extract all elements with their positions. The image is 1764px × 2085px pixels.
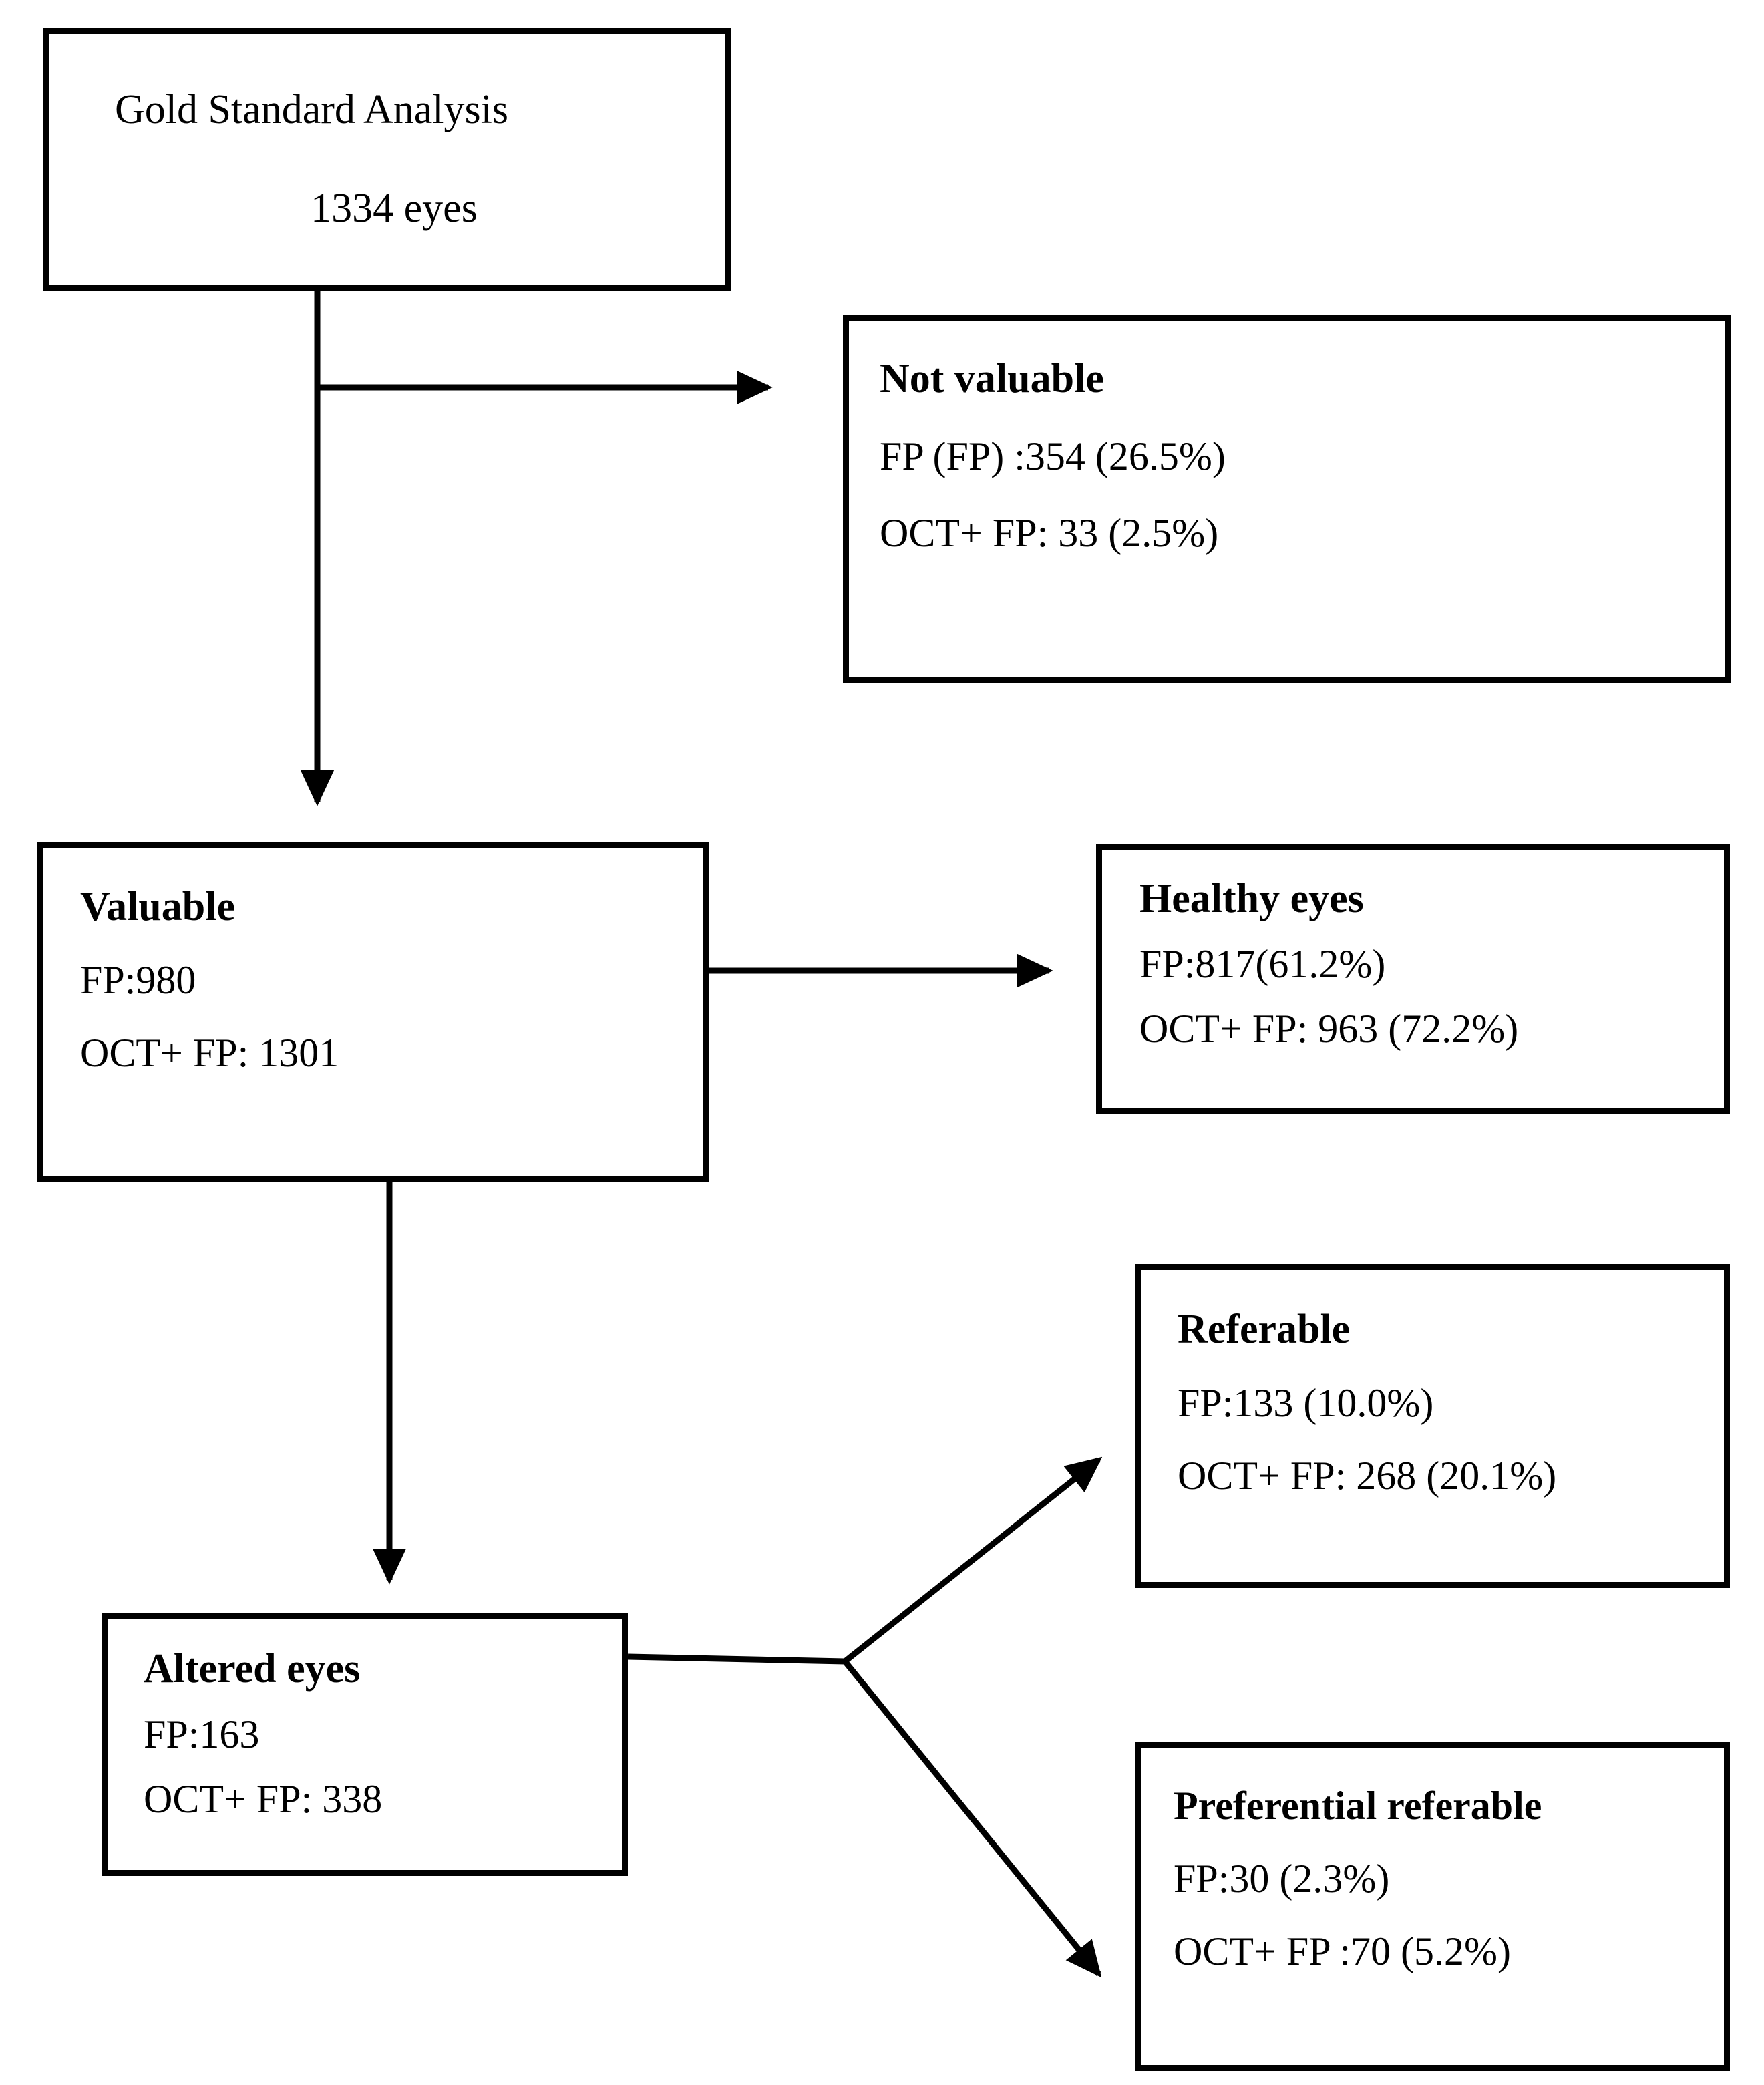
node-altered-eyes: Altered eyes FP:163 OCT+ FP: 338 [102,1613,628,1876]
edge-root-to-not-valuable [314,291,773,405]
node-not-valuable: Not valuable FP (FP) :354 (26.5%) OCT+ F… [843,315,1731,683]
node-referable: Referable FP:133 (10.0%) OCT+ FP: 268 (2… [1135,1264,1730,1588]
valuable-heading: Valuable [80,884,236,929]
altered-eyes-heading: Altered eyes [144,1646,361,1692]
valuable-metric-fp: FP:980 [80,957,196,1002]
edge-altered-eyes-to-referable [843,1456,1103,1664]
root-eye-count: 1334 eyes [311,185,478,231]
preferential-referable-heading: Preferential referable [1174,1784,1542,1828]
altered-eyes-metric-fp: FP:163 [144,1712,260,1756]
healthy-eyes-metric-oct: OCT+ FP: 963 (72.2%) [1139,1006,1519,1051]
referable-metric-oct: OCT+ FP: 268 (20.1%) [1178,1453,1557,1498]
not-valuable-metric-oct: OCT+ FP: 33 (2.5%) [880,510,1219,555]
node-gold-standard-analysis: Gold Standard Analysis 1334 eyes [43,28,731,291]
not-valuable-heading: Not valuable [880,356,1104,402]
root-title: Gold Standard Analysis [115,87,508,133]
referable-metric-fp: FP:133 (10.0%) [1178,1380,1434,1425]
referable-heading: Referable [1178,1307,1351,1352]
preferential-referable-metric-oct: OCT+ FP :70 (5.2%) [1174,1929,1511,1973]
healthy-eyes-metric-fp: FP:817(61.2%) [1139,941,1386,986]
preferential-referable-metric-fp: FP:30 (2.3%) [1174,1856,1390,1901]
not-valuable-metric-fp: FP (FP) :354 (26.5%) [880,434,1226,478]
edge-altered-eyes-split-stem [627,1653,846,1665]
healthy-eyes-heading: Healthy eyes [1139,876,1364,921]
node-valuable: Valuable FP:980 OCT+ FP: 1301 [37,842,709,1182]
node-healthy-eyes: Healthy eyes FP:817(61.2%) OCT+ FP: 963 … [1096,844,1730,1114]
valuable-metric-oct: OCT+ FP: 1301 [80,1030,339,1075]
edge-altered-eyes-to-preferential-referable [842,1659,1102,1978]
node-preferential-referable: Preferential referable FP:30 (2.3%) OCT+… [1135,1742,1730,2071]
altered-eyes-metric-oct: OCT+ FP: 338 [144,1776,383,1821]
